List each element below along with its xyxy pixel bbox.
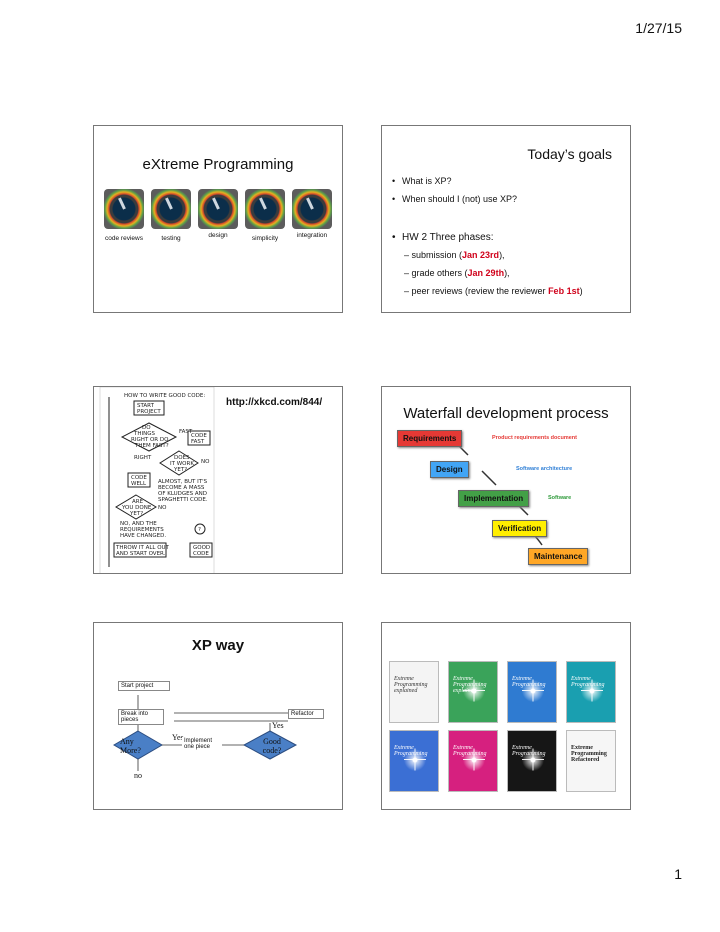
bullet-item: •HW 2 Three phases:: [392, 232, 494, 243]
any-more-decision: Any More?: [120, 737, 141, 755]
svg-text:YET?: YET?: [129, 511, 143, 517]
waterfall-arrows: [453, 440, 543, 546]
svg-text:FAST: FAST: [179, 429, 193, 435]
waterfall-step-requirements: Requirements: [397, 430, 463, 447]
svg-text:HAVE CHANGED.: HAVE CHANGED.: [120, 533, 166, 539]
xp-implement-box: Implement one piece: [182, 737, 222, 751]
yes-label: Yes: [172, 733, 184, 742]
svg-text:YET?: YET?: [173, 467, 187, 473]
svg-text:GOOD: GOOD: [193, 545, 210, 551]
svg-text:DO: DO: [142, 425, 151, 431]
dial-code-reviews-image: [104, 189, 144, 229]
slide-title: Today’s goals: [527, 146, 612, 162]
svg-text:CODE: CODE: [193, 551, 209, 557]
svg-text:ALMOST, BUT IT'S: ALMOST, BUT IT'S: [158, 479, 208, 485]
svg-text:PROJECT: PROJECT: [137, 409, 161, 415]
svg-text:RIGHT OR DO: RIGHT OR DO: [131, 437, 169, 443]
slide-xp-way: XP way Start project Break into pieces R…: [93, 622, 343, 810]
slide-title: XP way: [191, 637, 245, 654]
page-date: 1/27/15: [635, 20, 682, 36]
svg-text:ARE: ARE: [132, 499, 144, 505]
book-cover: Extreme Programming explained: [448, 661, 498, 723]
book-cover: Extreme Programming: [507, 661, 557, 723]
book-cover: Extreme Programming explained: [389, 661, 439, 723]
svg-text:OF KLUDGES AND: OF KLUDGES AND: [158, 491, 207, 497]
waterfall-step-maintenance: Maintenance: [528, 548, 589, 565]
svg-text:THROW IT ALL OUT: THROW IT ALL OUT: [115, 545, 170, 551]
svg-text:NO: NO: [158, 505, 167, 511]
slide-title: eXtreme Programming: [142, 156, 294, 173]
waterfall-step-verification: Verification: [492, 520, 548, 537]
svg-text:NO, AND THE: NO, AND THE: [120, 521, 157, 527]
dial-label: design: [208, 232, 228, 239]
slide-title: Waterfall development process: [403, 405, 609, 422]
svg-text:THINGS: THINGS: [133, 431, 155, 437]
waterfall-step-implementation: Implementation: [458, 490, 530, 507]
svg-text:DOES: DOES: [174, 455, 190, 461]
book-cover: Extreme Programming: [389, 730, 439, 792]
svg-text:FAST: FAST: [191, 439, 205, 445]
slide-xkcd-comic: http://xkcd.com/844/ HOW TO WRITE GOOD C…: [93, 386, 343, 574]
book-cover: Extreme Programming: [507, 730, 557, 792]
dial-label: simplicity: [251, 235, 279, 242]
dial-label: integration: [296, 232, 328, 239]
xp-flow-lines: [113, 695, 298, 771]
svg-text:AND START OVER.: AND START OVER.: [116, 551, 166, 557]
svg-text:START: START: [137, 403, 155, 409]
svg-text:YOU DONE: YOU DONE: [121, 505, 152, 511]
svg-text:IT WORK: IT WORK: [170, 461, 194, 467]
xp-break-box: Break into pieces: [118, 709, 164, 725]
svg-text:THEM FAST?: THEM FAST?: [134, 443, 169, 449]
svg-text:?: ?: [198, 527, 201, 533]
xp-start-box: Start project: [118, 681, 170, 691]
bullet-item: •When should I (not) use XP?: [392, 194, 518, 204]
waterfall-note: Software: [548, 495, 572, 501]
book-cover: Extreme Programming: [448, 730, 498, 792]
svg-text:RIGHT: RIGHT: [134, 455, 152, 461]
slide-waterfall: Waterfall development process Requiremen…: [381, 386, 631, 574]
svg-text:SPAGHETTI CODE.: SPAGHETTI CODE.: [158, 497, 208, 503]
xkcd-url: http://xkcd.com/844/: [226, 397, 323, 408]
slide-xp-books: Extreme Programming explained Extreme Pr…: [381, 622, 631, 810]
book-cover: Extreme Programming Refactored: [566, 730, 616, 792]
svg-text:WELL: WELL: [131, 481, 147, 487]
yes-label: Yes: [272, 721, 284, 730]
slide-todays-goals: Today’s goals •What is XP? •When should …: [381, 125, 631, 313]
svg-text:NO: NO: [201, 459, 210, 465]
dial-simplicity-image: [245, 189, 285, 229]
good-code-decision: Good code?: [262, 737, 282, 755]
sub-bullet: – grade others (Jan 29th),: [404, 268, 510, 278]
sub-bullet: – peer reviews (review the reviewer Feb …: [404, 286, 583, 296]
comic-heading: HOW TO WRITE GOOD CODE:: [124, 393, 205, 399]
bullet-item: •What is XP?: [392, 176, 452, 186]
dial-testing-image: [151, 189, 191, 229]
svg-text:CODE: CODE: [191, 433, 207, 439]
svg-text:CODE: CODE: [131, 475, 147, 481]
sub-bullet: – submission (Jan 23rd),: [404, 250, 505, 260]
dial-integration-image: [292, 189, 332, 229]
slide-extreme-programming: eXtreme Programming code reviews testing…: [93, 125, 343, 313]
no-label: no: [134, 771, 142, 780]
svg-text:BECOME A MASS: BECOME A MASS: [158, 485, 205, 491]
waterfall-step-design: Design: [430, 461, 469, 478]
waterfall-note: Product requirements document: [492, 435, 577, 441]
book-cover: Extreme Programming: [566, 661, 616, 723]
dial-label: testing: [161, 235, 181, 242]
page-number: 1: [674, 866, 682, 882]
xkcd-flowchart: HOW TO WRITE GOOD CODE: START PROJECT DO…: [99, 387, 215, 573]
dial-label: code reviews: [105, 235, 143, 242]
xp-refactor-box: Refactor: [288, 709, 324, 719]
dial-design-image: [198, 189, 238, 229]
svg-text:REQUIREMENTS: REQUIREMENTS: [120, 527, 164, 533]
waterfall-note: Software architecture: [516, 466, 573, 472]
